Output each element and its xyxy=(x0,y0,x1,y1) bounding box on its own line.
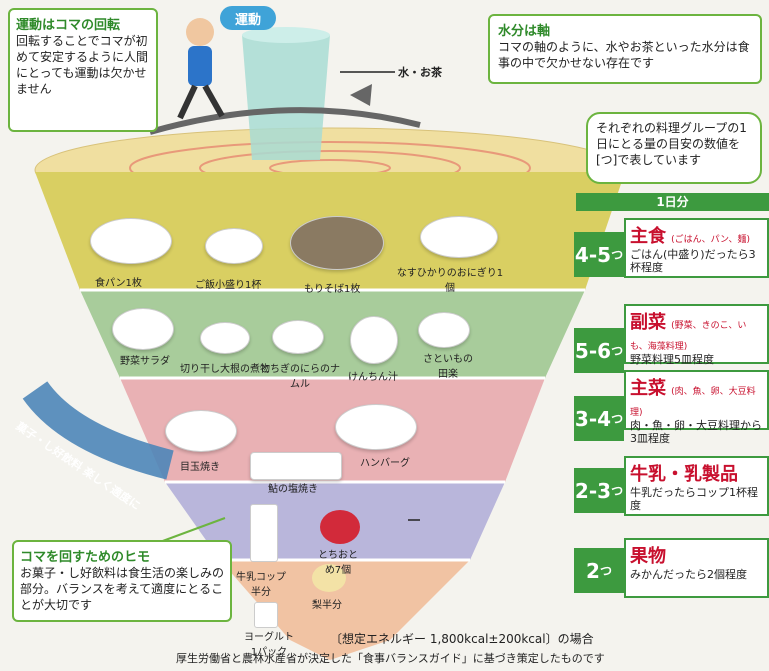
side-name: 副菜 xyxy=(630,312,666,333)
food-onigiri: なすひかりのおにぎり1個 xyxy=(396,268,504,294)
staple-card: 主食 (ごはん、パン、麺) ごはん(中盛り)だったら3杯程度 xyxy=(624,218,769,278)
servings-note-text: それぞれの料理グループの1日にとる量の目安の数値を[つ]で表しています xyxy=(596,121,747,167)
side-sub: (野菜、きのこ、いも、海藻料理) xyxy=(630,321,747,352)
dairy-card: 牛乳・乳製品 牛乳だったらコップ1杯程度 xyxy=(624,456,769,516)
daikon-plate xyxy=(200,322,250,354)
water-label: 水・お茶 xyxy=(398,66,442,79)
egg-plate xyxy=(165,410,237,452)
food-soba: もりそば1枚 xyxy=(304,284,361,295)
food-toast: 食パン1枚 xyxy=(95,278,142,289)
exercise-title: 運動はコマの回転 xyxy=(16,18,121,33)
food-rice: ご飯小盛り1杯 xyxy=(195,280,262,291)
satoimo-plate xyxy=(418,312,470,348)
staple-desc: ごはん(中盛り)だったら3杯程度 xyxy=(630,248,756,274)
fruit-desc: みかんだったら2個程度 xyxy=(630,568,747,581)
fruit-name: 果物 xyxy=(630,546,666,567)
source-note: 厚生労働省と農林水産省が決定した「食事バランスガイド」に基づき策定したものです xyxy=(176,652,605,665)
food-kenchin: けんちん汁 xyxy=(348,372,398,383)
main-card: 主菜 (肉、魚、卵、大豆料理) 肉・魚・卵・大豆料理から3皿程度 xyxy=(624,370,769,445)
string-body: お菓子・し好飲料は食生活の楽しみの部分。バランスを考えて適度にとることが大切です xyxy=(20,566,225,612)
main-desc: 肉・魚・卵・大豆料理から3皿程度 xyxy=(630,419,762,445)
exercise-bubble: 運動 xyxy=(220,6,276,30)
hamburg-plate xyxy=(335,404,417,450)
ayu-plate xyxy=(250,452,342,480)
toast-plate xyxy=(90,218,172,264)
food-satoimo: さといもの田楽 xyxy=(423,354,473,380)
string-callout: コマを回すためのヒモ お菓子・し好飲料は食生活の楽しみの部分。バランスを考えて適… xyxy=(12,540,232,622)
milk-glass xyxy=(250,504,278,562)
exercise-body: 回転することでコマが初めて安定するように人間にとっても運動は欠かせません xyxy=(16,34,149,96)
food-egg: 目玉焼き xyxy=(180,462,220,473)
food-strawberry: とちおとめ7個 xyxy=(318,550,358,576)
dairy-desc: 牛乳だったらコップ1杯程度 xyxy=(630,486,758,512)
yogurt-cup xyxy=(254,602,278,628)
servings-note: それぞれの料理グループの1日にとる量の目安の数値を[つ]で表しています xyxy=(586,112,762,184)
main-sub: (肉、魚、卵、大豆料理) xyxy=(630,387,756,418)
food-nira: とちぎのにらのナムル xyxy=(260,364,340,390)
soba-plate xyxy=(290,216,384,270)
pear xyxy=(312,564,346,592)
food-hamburg: ハンバーグ xyxy=(360,458,410,469)
food-daikon: 切り干し大根の煮物 xyxy=(180,364,270,375)
salad-plate xyxy=(112,308,174,350)
side-card: 副菜 (野菜、きのこ、いも、海藻料理) 野菜料理5皿程度 xyxy=(624,304,769,366)
staple-sub: (ごはん、パン、麺) xyxy=(671,235,751,245)
day-header: 1日分 xyxy=(576,193,769,211)
food-yogurt: ヨーグルト1パック xyxy=(244,632,294,658)
main-name: 主菜 xyxy=(630,378,666,399)
water-title: 水分は軸 xyxy=(498,24,551,39)
water-body: コマの軸のように、水やお茶といった水分は食事の中で欠かせない存在です xyxy=(498,40,750,70)
fruit-card: 果物 みかんだったら2個程度 xyxy=(624,538,769,598)
side-desc: 野菜料理5皿程度 xyxy=(630,353,714,366)
rice-plate xyxy=(205,228,263,264)
water-callout: 水分は軸 コマの軸のように、水やお茶といった水分は食事の中で欠かせない存在です xyxy=(488,14,762,84)
string-title: コマを回すためのヒモ xyxy=(20,550,151,565)
energy-note: 〔想定エネルギー 1,800kcal±200kcal〕の場合 xyxy=(330,632,594,646)
food-milk: 牛乳コップ半分 xyxy=(236,572,286,598)
kenchin-bowl xyxy=(350,316,398,364)
strawberries xyxy=(320,510,360,544)
dairy-name: 牛乳・乳製品 xyxy=(630,464,738,485)
food-salad: 野菜サラダ xyxy=(120,356,170,367)
exercise-callout: 運動はコマの回転 回転することでコマが初めて安定するように人間にとっても運動は欠… xyxy=(8,8,158,132)
food-ayu: 鮎の塩焼き xyxy=(268,484,318,495)
food-pear: 梨半分 xyxy=(312,600,342,611)
staple-name: 主食 xyxy=(630,226,666,247)
onigiri-plate xyxy=(420,216,498,258)
nira-plate xyxy=(272,320,324,354)
